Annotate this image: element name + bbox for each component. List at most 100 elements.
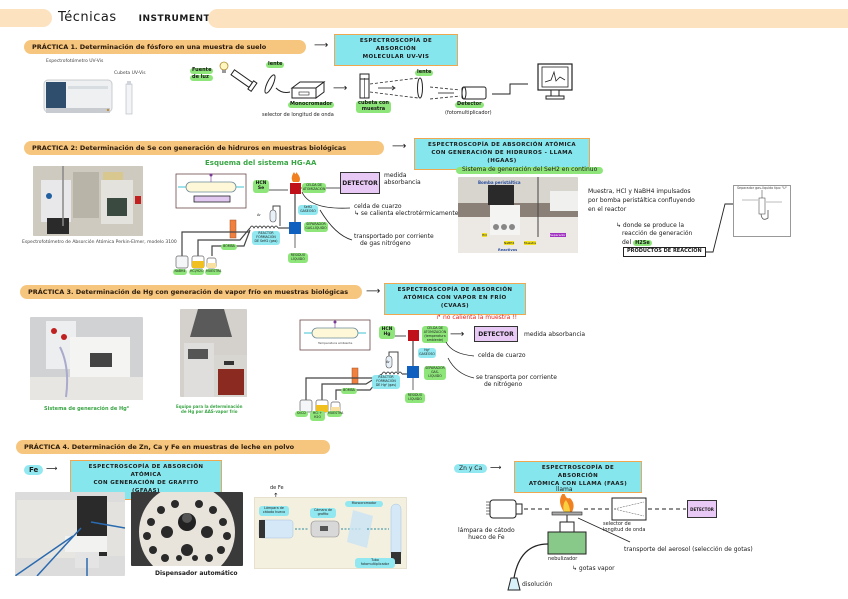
label-line: HCN xyxy=(381,327,393,332)
label-line: cátodo hueco xyxy=(262,509,286,514)
practica1-technique-box: ESPECTROSCOPÍA DE ABSORCIÓN MOLECULAR UV… xyxy=(334,34,458,66)
label-line: ATOMIZACIÓN xyxy=(303,186,326,191)
label-line: selector de xyxy=(603,521,631,527)
arrow-icon: ⟶ xyxy=(314,40,329,51)
detector-box: DETECTOR xyxy=(340,172,380,194)
label-line: ↳ se calienta electrotérmicamente xyxy=(354,209,459,217)
lente-label: lente xyxy=(266,61,285,68)
separator-label: SEPARADOR GAS-LÍQUIDO xyxy=(424,366,446,380)
label-line: SeH2 xyxy=(303,205,313,209)
label-line: reacción de generación xyxy=(622,230,693,238)
label-line: DE SeH2 (gas) xyxy=(254,238,278,243)
fe-label: Fe xyxy=(24,465,44,475)
label-line: RESIDUO xyxy=(290,253,306,257)
note-transport: transportado por corriente de gas nitróg… xyxy=(354,233,434,248)
label-line: de nitrógeno xyxy=(484,380,523,388)
reactor-label: REACTOR FORMACIÓN DE Hg⁰ (gas) xyxy=(372,375,400,389)
detector-sublabel: (fotomultiplicador) xyxy=(445,110,492,116)
hg-generation-photo xyxy=(30,317,143,400)
label-line: HCN xyxy=(255,181,267,186)
photo-label-pump: Bomba peristáltica xyxy=(478,180,521,185)
ar-label: Ar xyxy=(386,360,390,364)
znca-technique-box: ESPECTROSCOPÍA DE ABSORCIÓN ATÓMICA CON … xyxy=(514,461,642,493)
bottle-label: MUESTRA xyxy=(327,411,344,417)
label-line: Fuente xyxy=(190,67,214,74)
bottle-label: HCl/H2O xyxy=(189,269,204,275)
uv-vis-spectrophotometer-photo xyxy=(42,70,114,116)
photo-caption: Equipo para la determinación de Hg por A… xyxy=(176,404,243,414)
label-line: celda de cuarzo xyxy=(354,203,402,210)
practica1-title: PRÁCTICA 1. Determinación de fósforo en … xyxy=(24,40,306,54)
monocromador-sublabel: selector de longitud de onda xyxy=(262,112,334,118)
autosampler-caption: Dispensador automático xyxy=(155,570,238,577)
label-line: LÍQUIDO xyxy=(291,256,305,261)
warning-note: ↱ no calienta la muestra !! xyxy=(436,314,517,321)
detector-box: DETECTOR xyxy=(687,500,717,518)
label-line: CELDA DE xyxy=(426,326,444,330)
waste-label: RESIDUO LÍQUIDO xyxy=(288,253,308,263)
label-line: hueco de Fe xyxy=(468,533,505,541)
label-line: SEPARADOR xyxy=(306,222,326,226)
label-line: lámpara de cátodo xyxy=(458,527,515,534)
label-line: REACTOR xyxy=(258,231,274,235)
label-line: de gas nitrógeno xyxy=(360,239,411,247)
pump-label: BOMBA xyxy=(341,388,357,394)
light-source-icon xyxy=(219,61,258,93)
label-line: medida xyxy=(384,172,407,179)
reactor-label: REACTOR FORMACIÓN DE SeH2 (gas) xyxy=(252,231,280,245)
bottle-label: HCl + H2O xyxy=(310,411,325,421)
label-line: ATOMIZACIÓN xyxy=(423,329,447,334)
disolucion-label: disolución xyxy=(522,581,553,588)
practica3-title: PRÁCTICA 3. Determinación de Hg con gene… xyxy=(20,285,362,299)
technique-line: ESPECTROSCOPÍA DE ABSORCIÓN xyxy=(359,38,433,52)
label-line: GASEOSO xyxy=(419,351,435,356)
label-line: GAS-LÍQUIDO xyxy=(305,225,327,230)
arrow-icon: ⟶ xyxy=(366,286,381,297)
scheme-title: Esquema del sistema HG-AA xyxy=(205,159,317,167)
detector-note: medida absorbancia xyxy=(384,172,421,187)
cell-label: CELDA DE ATOMIZACIÓN xyxy=(302,183,326,193)
nebulizer-label: nebulizador xyxy=(548,556,578,562)
practica2-technique-box: ESPECTROSCOPÍA DE ABSORCIÓN ATÓMICA CON … xyxy=(414,138,590,170)
label-line: transportado por corriente xyxy=(354,233,434,240)
hg-aa-scheme xyxy=(175,172,340,269)
perkin-elmer-photo xyxy=(33,166,143,236)
arrow-icon: ⟶ xyxy=(333,83,348,94)
label-line: grafito xyxy=(317,511,329,516)
technique-line: ATÓMICA CON VAPOR EN FRÍO (CVAAS) xyxy=(403,294,507,309)
pump-label: BOMBA xyxy=(221,244,237,250)
waste-label: RESIDUO LÍQUIDO xyxy=(405,393,425,403)
technique-line: ESPECTROSCOPÍA DE ABSORCIÓN xyxy=(541,465,615,479)
label-line: RESIDUO xyxy=(407,393,423,397)
label-line: ambiente) xyxy=(426,337,444,342)
bottle-label: SnCl2 xyxy=(295,411,308,417)
technique-line: CON GENERACIÓN DE HIDRUROS - LLAMA (HGAA… xyxy=(431,149,573,164)
selector-label: selector de longitud de onda xyxy=(603,521,645,534)
monochromator-icon xyxy=(290,81,326,99)
cvaas-scheme xyxy=(299,319,419,413)
photo-label-muestra: Muestra xyxy=(524,241,537,245)
cubeta-label: cubeta con muestra xyxy=(356,100,391,113)
separator-label: SEPARADOR GAS-LÍQUIDO xyxy=(304,222,328,232)
lamp-label: lámpara de cátodo hueco de Fe xyxy=(458,527,515,542)
label-line: absorbancia xyxy=(384,178,421,186)
practica4-title: PRÁCTICA 4. Determinación de Zn, Ca y Fe… xyxy=(16,440,330,454)
gfaas-instrument-photo xyxy=(15,492,125,576)
label-text: del xyxy=(622,238,632,246)
label-line: Hg⁰ xyxy=(424,348,430,352)
note-transport: se transporta por corriente de nitrógeno xyxy=(476,374,557,389)
label-line: Lámpara de xyxy=(264,506,284,510)
technique-line: ESPECTROSCOPÍA DE ABSORCIÓN ATÓMICA xyxy=(427,142,577,148)
gas-label: SeH2 GASEOSO xyxy=(298,205,318,215)
practica2-title: PRACTICA 2: Determinación de Se con gene… xyxy=(24,141,384,155)
products-box: PRODUCTOS DE REACCIÓN xyxy=(623,247,706,257)
detector-label: Detector xyxy=(455,101,484,108)
ar-label: Ar xyxy=(257,213,261,217)
detector-note: medida absorbancia xyxy=(524,331,586,338)
znca-label: Zn y Ca xyxy=(454,464,488,473)
practica3-technique-box: ESPECTROSCOPÍA DE ABSORCIÓN ATÓMICA CON … xyxy=(384,283,526,315)
label-line: de luz xyxy=(190,74,214,81)
label-line: por bomba peristáltica confluyendo xyxy=(588,197,695,204)
photo-caption: Espectrofotómetro de Absorción Atómica P… xyxy=(22,240,177,245)
label-line: REACTOR xyxy=(378,375,394,379)
